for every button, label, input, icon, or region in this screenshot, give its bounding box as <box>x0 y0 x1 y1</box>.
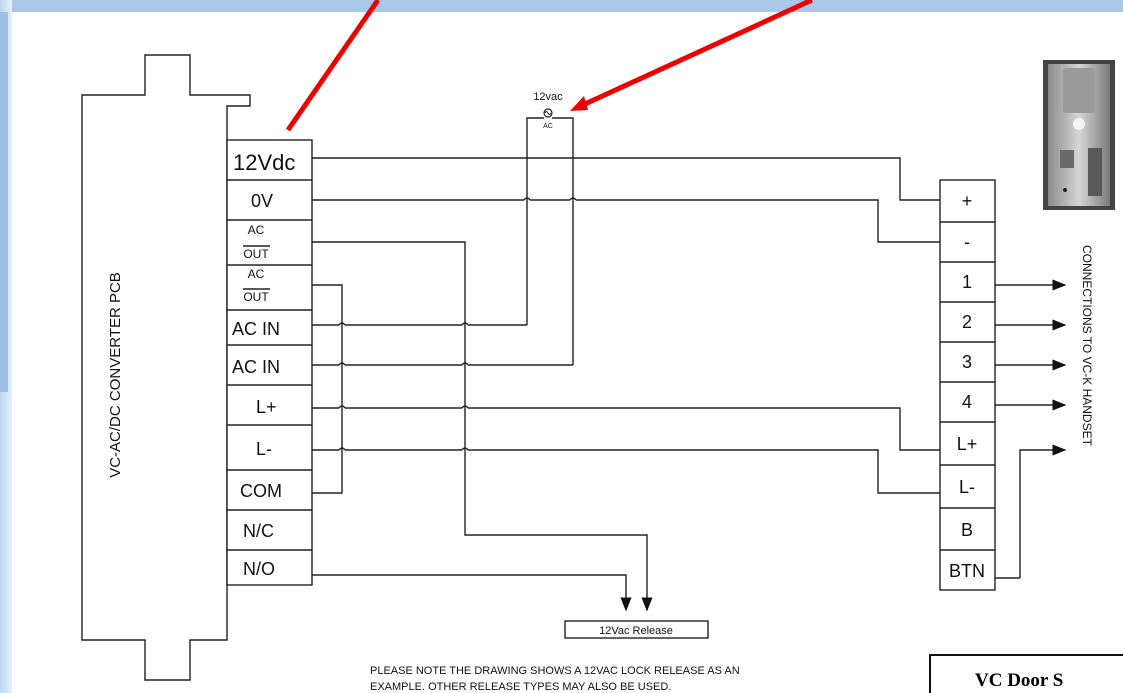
pcb-terminal-ac-in-1: AC IN <box>232 319 280 339</box>
pcb-title: VC-AC/DC CONVERTER PCB <box>107 272 124 478</box>
top-bar <box>0 0 1123 12</box>
pcb-terminal-l-minus: L- <box>256 439 272 459</box>
pcb-terminal-nc: N/C <box>243 521 274 541</box>
pcb-terminal-ac-out-1: AC <box>248 223 265 237</box>
handset-terminal-plus: + <box>962 191 973 211</box>
pcb-terminal-no: N/O <box>243 559 275 579</box>
transformer: 12vac AC <box>526 91 574 365</box>
handset-terminal-l-minus: L- <box>959 477 975 497</box>
title-box: VC Door S <box>929 654 1123 693</box>
door-station-photo <box>1043 60 1115 210</box>
callout-arrowhead <box>570 96 588 111</box>
left-shade <box>0 12 8 392</box>
pcb-terminal-l-plus: L+ <box>256 397 277 417</box>
handset-terminal-minus: - <box>964 232 970 252</box>
pcb-terminal-12vdc: 12Vdc <box>233 150 295 175</box>
handset-terminal-b: B <box>961 520 973 540</box>
title-box-text: VC Door S <box>975 670 1063 691</box>
pcb-terminal-ac-out-1-sub: OUT <box>243 247 269 261</box>
handset-terminal-btn: BTN <box>949 561 985 581</box>
handset-terminal-3: 3 <box>962 352 972 372</box>
pcb-terminal-ac-in-2: AC IN <box>232 357 280 377</box>
release-label: 12Vac Release <box>599 625 673 637</box>
pcb-outline <box>81 54 251 681</box>
release-box: 12Vac Release <box>564 620 709 639</box>
handset-terminal-block: + - 1 2 3 4 L+ L- B BTN <box>939 179 996 591</box>
pcb-terminal-0v: 0V <box>251 191 273 211</box>
pcb-terminal-com: COM <box>240 481 282 501</box>
handset-terminal-1: 1 <box>962 272 972 292</box>
handset-output-arrows <box>995 279 1067 579</box>
callout-arrow-transformer <box>583 0 814 107</box>
note-line-2: EXAMPLE. OTHER RELEASE TYPES MAY ALSO BE… <box>370 681 671 693</box>
handset-terminal-4: 4 <box>962 392 972 412</box>
handset-terminal-l-plus: L+ <box>957 434 978 454</box>
callout-arrow-pcb <box>285 0 381 132</box>
pcb-terminal-block: 12Vdc 0V AC OUT AC OUT AC IN AC IN L+ L-… <box>226 139 313 586</box>
wires <box>312 157 940 612</box>
pcb-terminal-ac-out-2: AC <box>248 267 265 281</box>
note-line-1: PLEASE NOTE THE DRAWING SHOWS A 12VAC LO… <box>370 665 740 677</box>
transformer-label: 12vac <box>533 91 563 103</box>
handset-connections-label: CONNECTIONS TO VC-K HANDSET <box>1080 245 1094 447</box>
handset-terminal-2: 2 <box>962 312 972 332</box>
transformer-ac-label: AC <box>543 123 553 130</box>
pcb-terminal-ac-out-2-sub: OUT <box>243 290 269 304</box>
